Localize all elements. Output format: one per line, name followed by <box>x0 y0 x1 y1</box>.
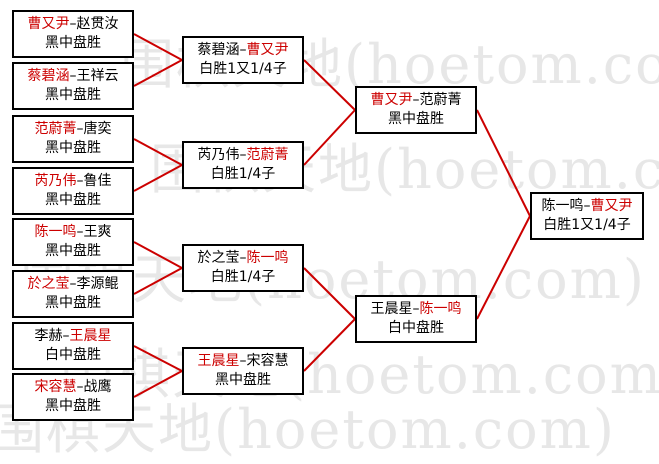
bracket-connector-line <box>133 164 183 192</box>
match-player-1: 李赫 <box>34 328 63 344</box>
match-player-1: 蔡碧涵 <box>27 68 70 84</box>
match-result: 白胜1/4子 <box>210 166 276 182</box>
round1-match: 蔡碧涵–王祥云 黑中盘胜 <box>12 62 134 110</box>
match-player-2: 范蔚菁 <box>246 147 289 163</box>
match-player-2: 李源鲲 <box>76 276 119 292</box>
match-player-1: 王晨星 <box>370 301 413 317</box>
match-player-2: 王晨星 <box>69 328 112 344</box>
match-player-2: 赵贯汝 <box>76 16 119 32</box>
bracket-connectors <box>133 33 531 398</box>
match-player-2: 战鹰 <box>83 379 112 395</box>
match-result: 黑中盘胜 <box>215 372 271 388</box>
match-result: 黑中盘胜 <box>388 111 444 127</box>
match-player-2: 陈一鸣 <box>246 250 289 266</box>
round1-match: 曹又尹–赵贯汝 黑中盘胜 <box>12 10 134 58</box>
match-result: 白中盘胜 <box>45 347 101 363</box>
bracket-connector-line <box>133 241 183 269</box>
match-player-2: 唐奕 <box>83 121 112 137</box>
match-player-1: 范蔚菁 <box>34 121 77 137</box>
match-result: 黑中盘胜 <box>45 87 101 103</box>
round1-match: 於之莹–李源鲲 黑中盘胜 <box>12 270 134 318</box>
match-player-2: 陈一鸣 <box>419 301 462 317</box>
match-player-2: 王爽 <box>83 224 112 240</box>
match-result: 黑中盘胜 <box>45 35 101 51</box>
match-player-1: 曹又尹 <box>370 92 413 108</box>
round2-match: 王晨星–宋容慧 黑中盘胜 <box>182 347 304 395</box>
match-result: 黑中盘胜 <box>45 192 101 208</box>
bracket-connector-line <box>476 215 531 320</box>
round2-match: 於之莹–陈一鸣 白胜1/4子 <box>182 244 304 292</box>
match-player-1: 陈一鸣 <box>34 224 77 240</box>
round2-match: 蔡碧涵–曹又尹 白胜1又1/4子 <box>182 36 304 84</box>
match-player-1: 王晨星 <box>197 353 240 369</box>
match-player-1: 芮乃伟 <box>34 173 77 189</box>
match-result: 白胜1/4子 <box>210 269 276 285</box>
match-player-1: 宋容慧 <box>34 379 77 395</box>
match-result: 黑中盘胜 <box>45 243 101 259</box>
bracket-connector-line <box>303 318 356 372</box>
final-match: 陈一鸣–曹又尹 白胜1又1/4子 <box>530 192 644 240</box>
bracket-connector-line <box>133 59 183 87</box>
bracket-connector-line <box>303 109 356 166</box>
round3-match: 曹又尹–范蔚菁 黑中盘胜 <box>355 86 477 134</box>
match-player-2: 范蔚菁 <box>419 92 462 108</box>
match-player-1: 陈一鸣 <box>541 198 584 214</box>
match-player-1: 於之莹 <box>27 276 70 292</box>
bracket-connector-line <box>133 138 183 166</box>
round1-match: 芮乃伟–鲁佳 黑中盘胜 <box>12 167 134 215</box>
bracket-connector-line <box>133 345 183 372</box>
bracket-connector-line <box>476 109 531 217</box>
match-player-1: 於之莹 <box>197 250 240 266</box>
match-result: 白胜1又1/4子 <box>199 61 287 77</box>
match-result: 白胜1又1/4子 <box>543 217 631 233</box>
match-player-1: 芮乃伟 <box>197 147 240 163</box>
match-result: 黑中盘胜 <box>45 140 101 156</box>
round1-match: 范蔚菁–唐奕 黑中盘胜 <box>12 115 134 163</box>
match-result: 白中盘胜 <box>388 320 444 336</box>
round3-match: 王晨星–陈一鸣 白中盘胜 <box>355 295 477 343</box>
match-player-2: 曹又尹 <box>590 198 633 214</box>
match-player-2: 宋容慧 <box>246 353 289 369</box>
bracket-connector-line <box>303 267 356 320</box>
bracket-connector-line <box>133 267 183 295</box>
bracket-connector-line <box>133 370 183 398</box>
match-result: 黑中盘胜 <box>45 295 101 311</box>
round1-match: 陈一鸣–王爽 黑中盘胜 <box>12 218 134 266</box>
match-player-2: 鲁佳 <box>83 173 112 189</box>
bracket-connector-line <box>133 33 183 61</box>
round1-match: 李赫–王晨星 白中盘胜 <box>12 322 134 370</box>
match-result: 黑中盘胜 <box>45 398 101 414</box>
round1-match: 宋容慧–战鹰 黑中盘胜 <box>12 373 134 421</box>
match-player-1: 曹又尹 <box>27 16 70 32</box>
match-player-2: 曹又尹 <box>246 42 289 58</box>
match-player-1: 蔡碧涵 <box>197 42 240 58</box>
bracket-connector-line <box>303 59 356 111</box>
match-player-2: 王祥云 <box>76 68 119 84</box>
round2-match: 芮乃伟–范蔚菁 白胜1/4子 <box>182 141 304 189</box>
